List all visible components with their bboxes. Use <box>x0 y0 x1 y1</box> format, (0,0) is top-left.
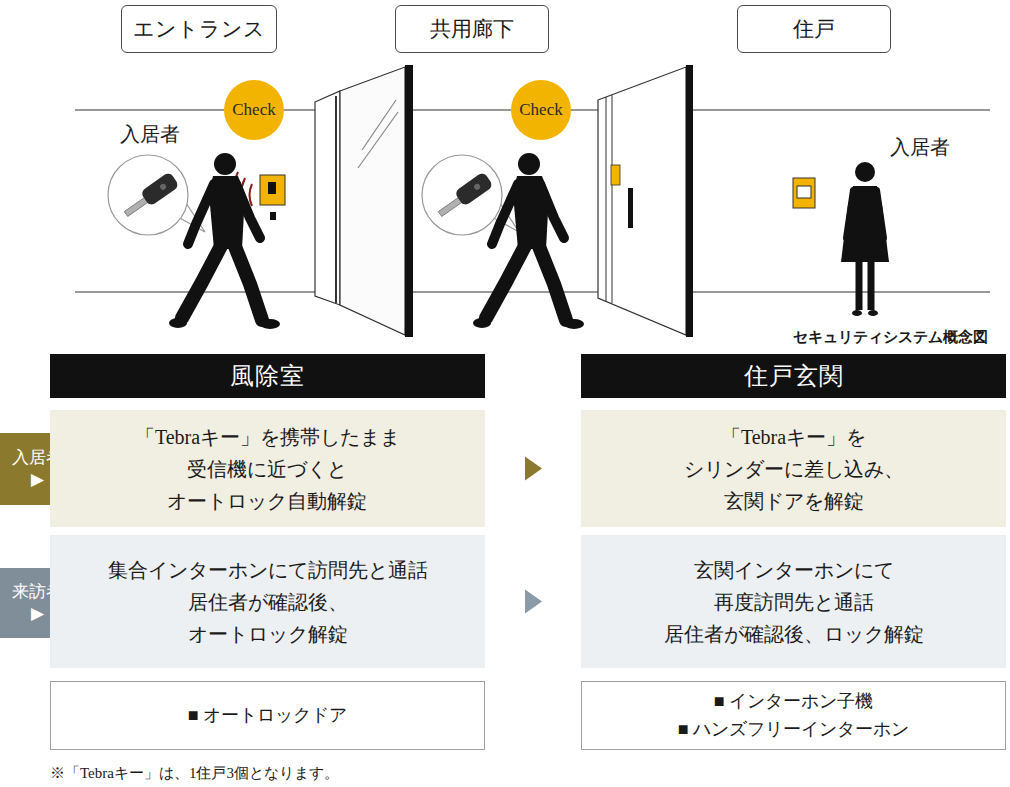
resident-silhouette <box>841 162 889 316</box>
node-text: 風除室 <box>230 360 305 392</box>
node-text: 住戸玄関 <box>744 360 844 392</box>
text-line: 再度訪問先と通話 <box>664 586 924 618</box>
area-box: エントランス <box>121 5 277 53</box>
text-line: オートロック自動解錠 <box>135 485 400 517</box>
footnote: ※「Tebraキー」は、1住戸3個となります。 <box>50 764 339 783</box>
text-line: 「Tebraキー」を <box>684 421 904 453</box>
figure-caption: セキュリティシステム概念図 <box>793 328 988 347</box>
node-text: 集合インターホンにて訪問先と通話 居住者が確認後、 オートロック解錠 <box>108 554 428 650</box>
node-text: Check <box>519 100 562 120</box>
node-text: ▶ <box>31 469 44 491</box>
resident-silhouette <box>169 153 280 329</box>
entrance-door <box>315 65 413 337</box>
equipment-box: ■ オートロックドア <box>50 681 485 750</box>
text-line: シリンダーに差し込み、 <box>684 453 904 485</box>
area-box: 共用廊下 <box>395 5 549 53</box>
process-cell: 集合インターホンにて訪問先と通話 居住者が確認後、 オートロック解錠 <box>50 535 485 668</box>
equipment-box: ■ インターホン子機■ ハンズフリーインターホン <box>581 681 1006 750</box>
text-line: 「Tebraキー」を携帯したまま <box>135 421 400 453</box>
unit-door <box>598 65 693 337</box>
text-line: 居住者が確認後、ロック解錠 <box>664 618 924 650</box>
area-box: 住戸 <box>737 5 891 53</box>
node-text: 共用廊下 <box>430 15 514 43</box>
text-line: 玄関ドアを解錠 <box>684 485 904 517</box>
section-header: 住戸玄関 <box>581 354 1006 398</box>
process-cell: 「Tebraキー」を シリンダーに差し込み、 玄関ドアを解錠 <box>581 410 1006 527</box>
flow-arrow <box>525 457 542 481</box>
node-text: 「Tebraキー」を シリンダーに差し込み、 玄関ドアを解錠 <box>684 421 904 517</box>
process-cell: 玄関インターホンにて 再度訪問先と通話 居住者が確認後、ロック解錠 <box>581 535 1006 668</box>
text-line: 玄関インターホンにて <box>664 554 924 586</box>
check-circle: Check <box>511 80 571 140</box>
person-label: 入居者 <box>120 121 180 148</box>
flow-arrow <box>525 590 542 614</box>
text-line: オートロック解錠 <box>108 618 428 650</box>
node-text: 玄関インターホンにて 再度訪問先と通話 居住者が確認後、ロック解錠 <box>664 554 924 650</box>
section-header: 風除室 <box>50 354 485 398</box>
key-callout <box>108 155 205 235</box>
resident-silhouette <box>473 153 584 329</box>
node-text: Check <box>232 100 275 120</box>
intercom <box>793 178 815 208</box>
node-text: ■ インターホン子機 <box>714 688 873 716</box>
text-line: 集合インターホンにて訪問先と通話 <box>108 554 428 586</box>
process-cell: 「Tebraキー」を携帯したまま 受信機に近づくと オートロック自動解錠 <box>50 410 485 527</box>
node-text: ■ オートロックドア <box>188 702 347 730</box>
node-text: エントランス <box>133 15 265 43</box>
person-label: 入居者 <box>890 134 950 161</box>
text-line: 居住者が確認後、 <box>108 586 428 618</box>
node-text: ▶ <box>31 603 44 625</box>
node-text: ■ ハンズフリーインターホン <box>678 716 909 744</box>
node-text: 住戸 <box>793 15 835 43</box>
check-circle: Check <box>224 80 284 140</box>
text-line: 受信機に近づくと <box>135 453 400 485</box>
node-text: 「Tebraキー」を携帯したまま 受信機に近づくと オートロック自動解錠 <box>135 421 400 517</box>
